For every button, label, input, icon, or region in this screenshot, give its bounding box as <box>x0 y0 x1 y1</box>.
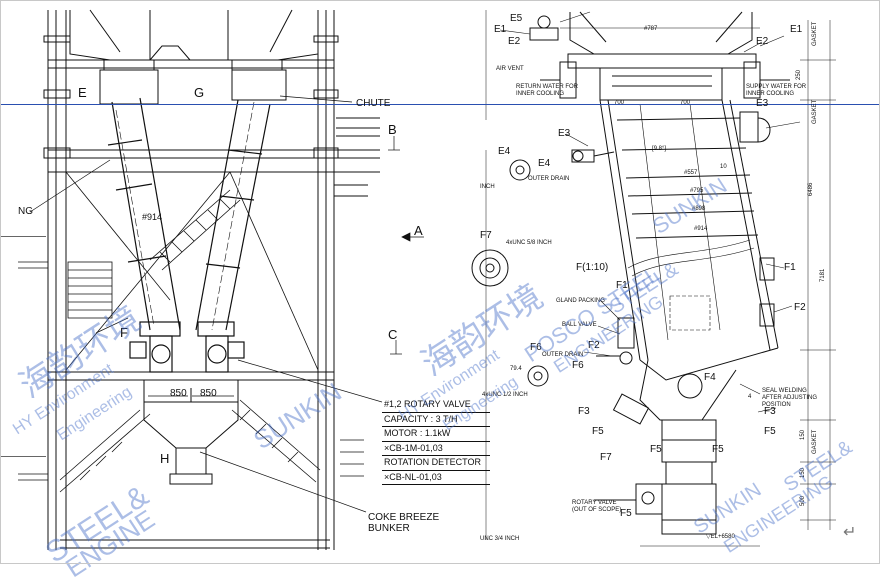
label-return-water-2: INNER COOLING <box>516 91 565 97</box>
horizontal-marker-line <box>0 104 880 105</box>
label-dia-914: #914 <box>142 212 163 222</box>
label-return-water-1: RETURN WATER FOR <box>516 84 578 90</box>
label-e: E <box>78 85 87 100</box>
dim-787: #787 <box>644 26 658 32</box>
label-f5-c: F5 <box>650 444 662 455</box>
coke-bunker-line1: COKE BREEZE <box>368 512 440 523</box>
label-f-ratio: F(1:10) <box>576 262 609 273</box>
return-arrow-icon: ↵ <box>843 524 857 541</box>
spec-line: #1,2 ROTARY VALVE <box>382 398 490 413</box>
label-outer-drain-top: OUTER DRAIN <box>528 176 570 182</box>
label-unc-1-2: 4xUNC 1/2 INCH <box>482 392 528 398</box>
label-f6-b: F6 <box>572 360 584 371</box>
label-rotary-valve-2: (OUT OF SCOPE) <box>572 507 622 513</box>
dim-700-a: 700 <box>614 100 625 106</box>
left-leaders <box>29 95 424 513</box>
spec-line: ×CB-1M-01,03 <box>382 442 490 456</box>
dim-914: #914 <box>694 226 708 232</box>
spec-line: ×CB-NL-01,03 <box>382 471 490 485</box>
label-air-vent: AIR VENT <box>496 66 524 72</box>
label-f: F <box>120 325 128 340</box>
right-leaders <box>499 11 801 413</box>
coke-bunker-line2: BUNKER <box>368 523 410 534</box>
label-f3-b: F3 <box>764 406 776 417</box>
left-marker-line-2 <box>0 456 46 457</box>
left-marker-line <box>0 236 46 237</box>
dim-850-right: 850 <box>200 388 217 399</box>
engineering-drawing <box>18 9 836 550</box>
label-seal-3: POSITION <box>762 402 791 408</box>
label-f3-a: F3 <box>578 406 590 417</box>
label-f5-d: F5 <box>712 444 724 455</box>
label-e3-right: E3 <box>756 98 769 109</box>
label-e3-left: E3 <box>558 128 571 139</box>
label-g: G <box>194 85 205 100</box>
dim-795: #795 <box>690 188 704 194</box>
dim-700-b: 700 <box>680 100 691 106</box>
sheet-border <box>0 0 880 564</box>
rotary-valve-spec-table: #1,2 ROTARY VALVE CAPACITY : 3 T/H MOTOR… <box>382 398 490 485</box>
label-e1-left: E1 <box>494 24 507 35</box>
label-arrow-a: A <box>414 223 423 238</box>
dim-557: #557 <box>684 170 698 176</box>
label-section-b: B <box>388 122 397 137</box>
label-ball-valve: BALL VALVE <box>562 322 597 328</box>
label-e2-right: E2 <box>756 36 769 47</box>
label-section-c: C <box>388 327 398 342</box>
label-f1-b: F1 <box>784 262 796 273</box>
label-seal-2: AFTER ADJUSTING <box>762 395 818 401</box>
spec-line: ROTATION DETECTOR <box>382 456 490 471</box>
label-e1-right: E1 <box>790 24 803 35</box>
label-supply-water-2: INNER COOLING <box>746 91 795 97</box>
label-ng: NG <box>18 206 33 217</box>
label-e4-top: E4 <box>498 146 511 157</box>
label-f7: F7 <box>480 230 492 241</box>
label-f5-e: F5 <box>620 508 632 519</box>
label-el-bottom: ▽EL+6580 <box>706 534 735 540</box>
right-structure <box>471 10 836 547</box>
label-f1-a: F1 <box>616 280 628 291</box>
label-gland-packing: GLAND PACKING <box>556 298 605 304</box>
label-f6-a: F6 <box>530 342 542 353</box>
label-seal-1: SEAL WELDING <box>762 388 807 394</box>
dim-850-left: 850 <box>170 388 187 399</box>
label-e2-left: E2 <box>508 36 521 47</box>
spec-line: MOTOR : 1.1kW <box>382 427 490 442</box>
label-f7-b: F7 <box>600 452 612 463</box>
spec-line: CAPACITY : 3 T/H <box>382 413 490 427</box>
dim-79-4: 79.4 <box>510 366 522 372</box>
label-outer-drain-mid: OUTER DRAIN <box>542 352 584 358</box>
label-angle: [9.8°] <box>652 146 667 152</box>
dim-898: #898 <box>692 206 706 212</box>
label-inch-small: INCH <box>480 184 495 190</box>
dim-10: 10 <box>720 164 727 170</box>
label-supply-water-1: SUPPLY WATER FOR <box>746 84 807 90</box>
label-f2-a: F2 <box>794 302 806 313</box>
label-f5-b: F5 <box>764 426 776 437</box>
coke-breeze-bunker <box>60 379 330 549</box>
label-chute: CHUTE <box>356 98 391 109</box>
label-unc-3-4: UNC 3/4 INCH <box>480 536 520 542</box>
label-f4: F4 <box>704 372 716 383</box>
label-f2-b: F2 <box>588 340 600 351</box>
label-e4-mid: E4 <box>538 158 551 169</box>
label-e5: E5 <box>510 13 523 24</box>
dim-4: 4 <box>748 394 752 400</box>
label-f5-a: F5 <box>592 426 604 437</box>
label-unc-5-8: 4xUNC 5/8 INCH <box>506 240 552 246</box>
label-h: H <box>160 451 170 466</box>
label-rotary-valve-1: ROTARY VALVE <box>572 500 617 506</box>
stairs-and-bracing <box>18 171 364 493</box>
